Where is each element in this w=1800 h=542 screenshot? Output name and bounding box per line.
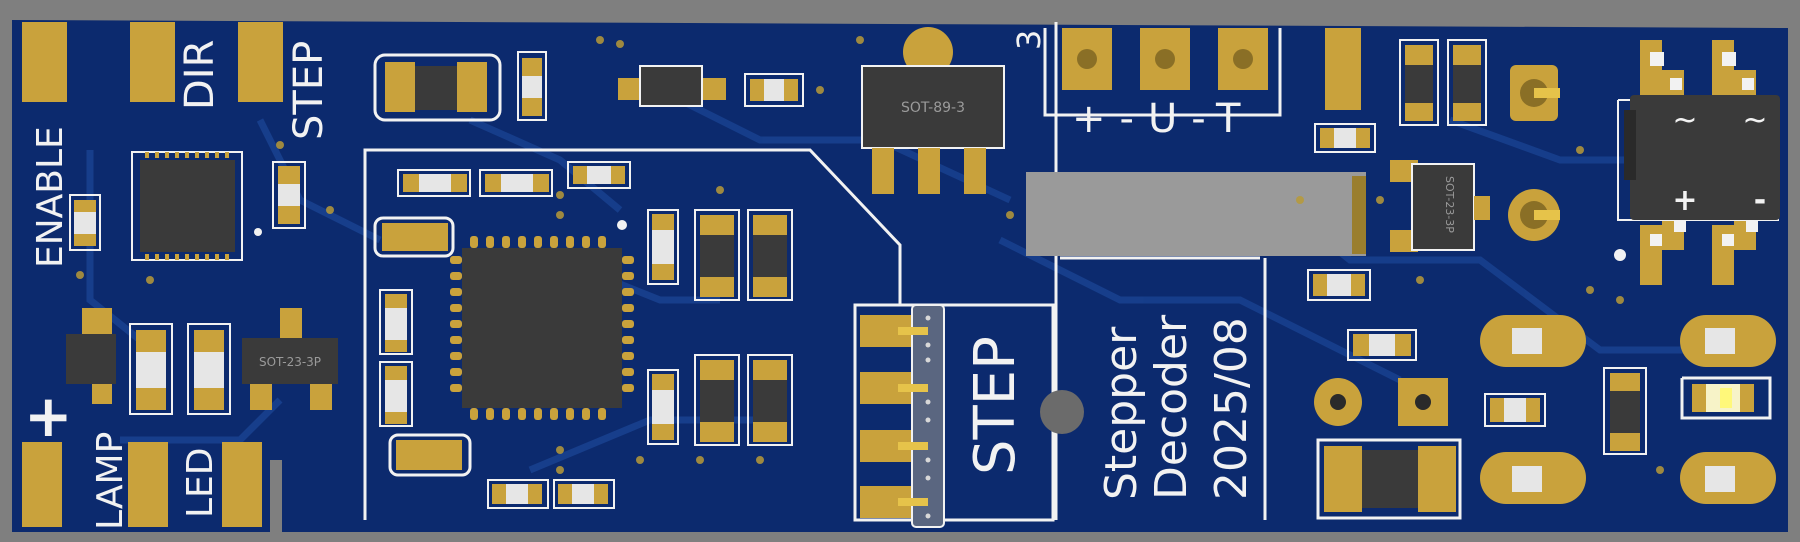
step-connector	[853, 303, 1055, 528]
label-lamp: LAMP	[90, 432, 131, 530]
power-header-outline	[1043, 28, 1282, 117]
bridge-tilde-1: ~	[1672, 103, 1697, 138]
main-mcu	[450, 220, 634, 420]
label-dir: DIR	[177, 40, 223, 110]
bottom-left-parts: SOT-23-3P	[66, 308, 338, 415]
sot89-mark: SOT-89-3	[901, 100, 965, 116]
mounting-hole	[1040, 390, 1084, 434]
label-stepper: Stepper	[1096, 326, 1147, 500]
bridge-rectifier	[1614, 40, 1780, 285]
copper-traces	[86, 96, 1700, 474]
label-led: LED	[180, 447, 221, 518]
edge-pads-top	[22, 22, 283, 102]
oval-pads	[1480, 315, 1776, 504]
vias	[76, 36, 1664, 474]
mcu-right-caps	[647, 209, 793, 446]
right-passives	[1307, 39, 1546, 427]
mcu-area-outline	[363, 148, 902, 520]
mcu-left-resistors	[379, 289, 615, 509]
gray-component-block	[1026, 172, 1366, 256]
bridge-plus: +	[1672, 183, 1697, 218]
sot23-right: SOT-23-3P	[1390, 160, 1490, 252]
led-area	[1603, 367, 1772, 455]
label-plus-left: +	[24, 382, 73, 450]
label-step-top: STEP	[286, 41, 332, 140]
sot23-right-mark: SOT-23-3P	[1443, 176, 1456, 233]
mcu-top-resistors	[373, 161, 631, 258]
top-row-passives	[373, 51, 804, 122]
sot89-regulator: SOT-89-3	[861, 27, 1005, 194]
label-3: 3	[1010, 30, 1048, 50]
label-date: 2025/08	[1206, 317, 1257, 500]
bridge-minus: -	[1754, 183, 1766, 218]
label-enable: ENABLE	[30, 126, 71, 268]
label-decoder: Decoder	[1146, 314, 1197, 500]
sot23-left-mark: SOT-23-3P	[259, 355, 321, 369]
edge-pads-bottom	[22, 442, 262, 527]
bottom-right-inductor	[1316, 438, 1462, 520]
silkscreen-dividers	[1054, 22, 1267, 520]
label-step-connector: STEP	[963, 336, 1028, 475]
bridge-tilde-2: ~	[1742, 103, 1767, 138]
through-hole-pads	[1314, 65, 1560, 426]
qfn-chip-left	[131, 151, 262, 261]
label-power-header: +-U-T	[1072, 96, 1254, 142]
smd-left-column	[69, 161, 306, 251]
power-header-pads	[1062, 28, 1361, 110]
